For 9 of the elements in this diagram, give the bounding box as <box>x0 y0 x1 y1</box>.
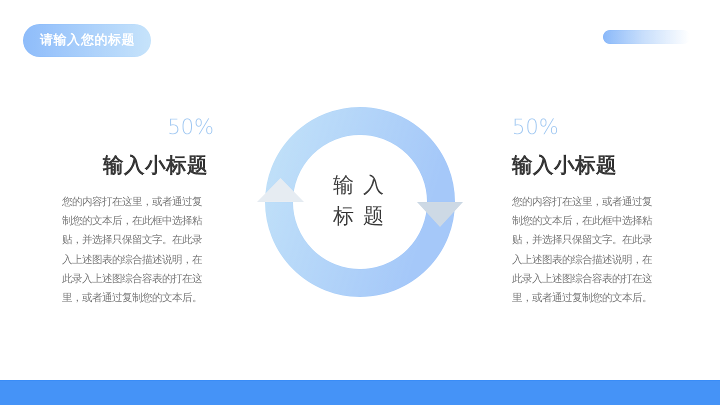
body-text: 您的内容打在这里，或者通过复制您的文本后，在此框中选择粘贴，并选择只保留文字。在此录入上述图表的综合描述说明，在此录入上述图综合容表的打在这里，或者通过复制您的文本后。 <box>512 195 654 306</box>
ring <box>265 107 455 297</box>
subtitle: 输入小标题 <box>512 152 617 179</box>
center-title: 输入标题 <box>333 172 393 230</box>
body-text: 您的内容打在这里，或者通过复制您的文本后，在此框中选择粘贴，并选择只保留文字。在此录入上述图表的综合描述说明，在此录入上述图综合容表的打在这里，或者通过复制您的文本后。 <box>62 195 204 306</box>
percent-value: 50% <box>167 114 214 141</box>
subtitle: 输入小标题 <box>103 152 208 179</box>
percent-value: 50% <box>512 114 559 141</box>
title-banner: 请输入您的标题 <box>23 24 152 57</box>
